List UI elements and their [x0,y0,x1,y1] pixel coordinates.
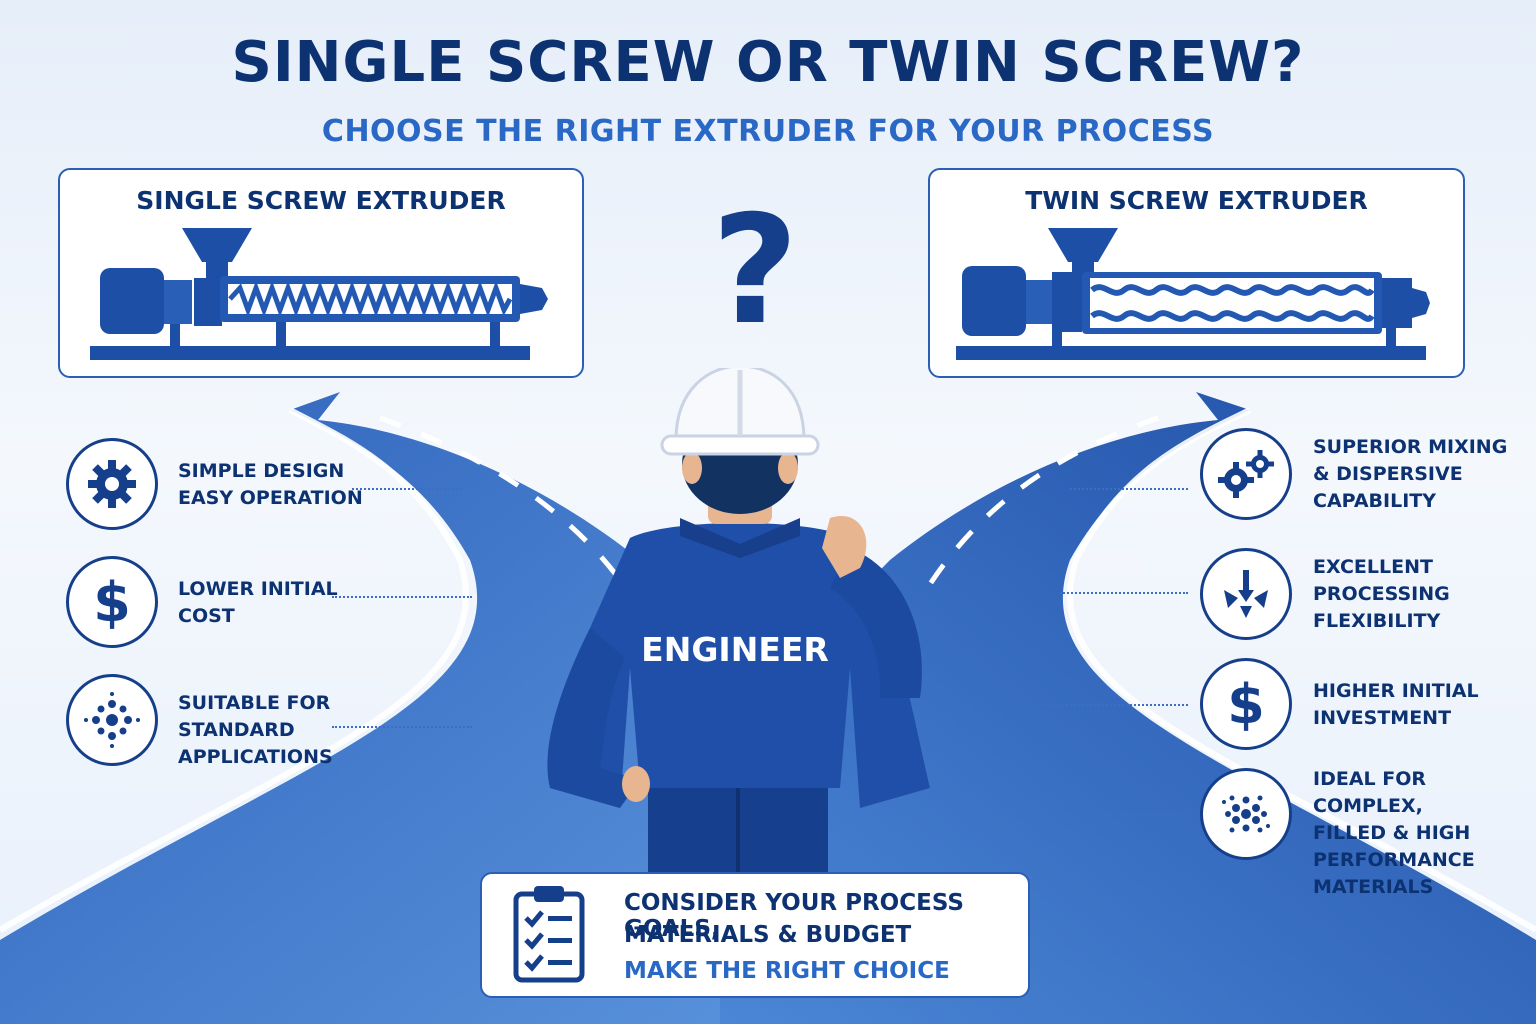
engineer-illustration [547,368,930,878]
right-road-edge [1067,407,1536,933]
right-feature-1-text: SUPERIOR MIXING & DISPERSIVE CAPABILITY [1313,436,1508,512]
right-feature-2-text: EXCELLENT PROCESSING FLEXIBILITY [1313,556,1450,632]
question-mark: ? [711,184,799,358]
right-feature-2 [1200,548,1292,640]
twin-screw-panel: TWIN SCREW EXTRUDER [928,168,1465,378]
page-title: SINGLE SCREW OR TWIN SCREW? [231,30,1305,95]
single-screw-title: SINGLE SCREW EXTRUDER [136,186,506,215]
right-feature-1-connector [1070,488,1188,490]
gear-icon [66,438,158,530]
right-feature-4-connector [1086,814,1188,816]
left-feature-2-connector [332,596,472,598]
right-feature-3-text: HIGHER INITIAL INVESTMENT [1313,680,1479,729]
single-screw-extruder-illustration [90,228,548,360]
left-road [0,392,820,1024]
right-feature-1 [1200,428,1292,520]
left-feature-3 [66,674,158,766]
callout-line-1: CONSIDER YOUR PROCESS GOALS, [624,890,964,942]
double-gear-icon [1200,428,1292,520]
left-road-dashes [379,415,622,582]
decision-callout: CONSIDER YOUR PROCESS GOALS, MATERIALS &… [480,872,1030,998]
left-feature-1-text: SIMPLE DESIGN EASY OPERATION [178,460,363,509]
right-feature-4-text: IDEAL FOR COMPLEX, FILLED & HIGH PERFORM… [1313,768,1475,898]
particles-icon [1200,768,1292,860]
flow-arrows-icon [1200,548,1292,640]
right-feature-3: $ [1200,658,1292,750]
left-feature-1 [66,438,158,530]
dollar-icon: $ [66,556,158,648]
twin-screw-title: TWIN SCREW EXTRUDER [1025,186,1368,215]
callout-line-2: MATERIALS & BUDGET [624,922,912,948]
twin-screw-extruder-illustration [956,228,1430,360]
left-feature-3-connector [332,726,472,728]
right-feature-2-connector [1060,592,1188,594]
left-road-edge [0,407,469,933]
right-feature-4 [1200,768,1292,860]
right-road [720,392,1536,1024]
callout-cta: MAKE THE RIGHT CHOICE [624,958,950,984]
right-feature-3-connector [1030,704,1188,706]
single-screw-panel: SINGLE SCREW EXTRUDER [58,168,584,378]
dots-cluster-icon [66,674,158,766]
engineer-jacket-label: ENGINEER [641,630,829,669]
clipboard-checklist-icon [513,886,585,983]
right-road-dashes [917,415,1159,602]
left-feature-2-text: LOWER INITIAL COST [178,578,338,627]
dollar-icon: $ [1200,658,1292,750]
page-subtitle: CHOOSE THE RIGHT EXTRUDER FOR YOUR PROCE… [321,114,1215,149]
left-feature-1-connector [352,488,462,490]
left-feature-3-text: SUITABLE FOR STANDARD APPLICATIONS [178,692,333,768]
left-feature-2: $ [66,556,158,648]
